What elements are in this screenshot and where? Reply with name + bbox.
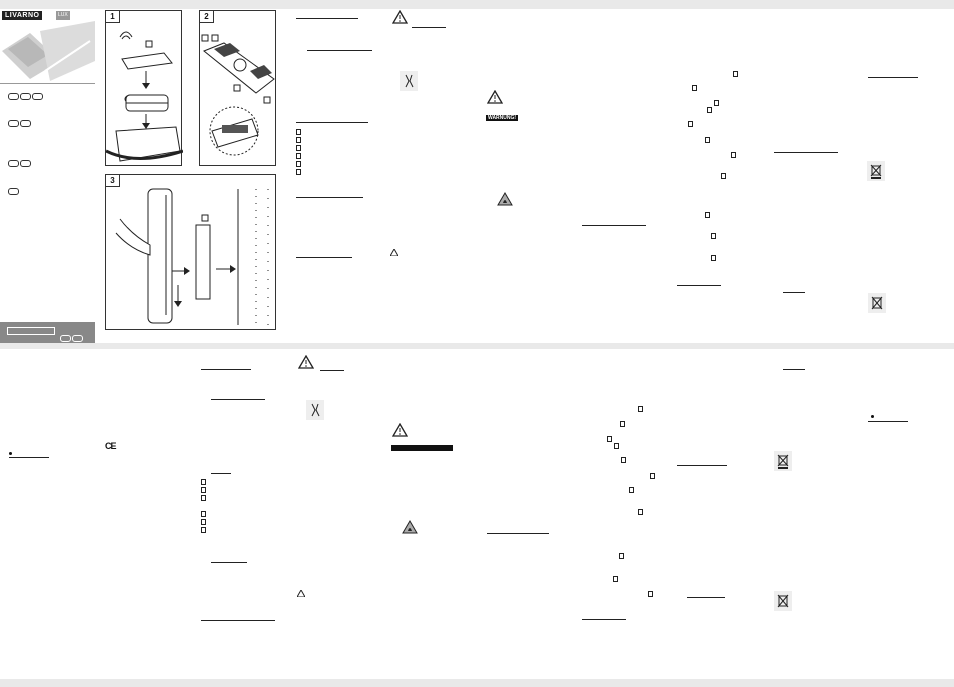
warning-label: WARNUNG!: [486, 115, 519, 121]
section-heading: [296, 257, 352, 258]
section-heading: [687, 597, 725, 598]
parts-list-marker: [201, 527, 206, 533]
reference-marker: [714, 100, 719, 106]
language-group-3: [8, 160, 32, 167]
manual-sheet-front: LIVARNO LUX 1: [0, 9, 954, 360]
brand-badge: LUX: [56, 11, 70, 20]
section-heading: [783, 369, 805, 370]
figure-wall-mount: 3: [105, 174, 276, 330]
ce-mark: CE: [105, 441, 116, 451]
bullet-dot: [871, 415, 874, 418]
child-safety-icon: [400, 71, 418, 91]
figure-number: 1: [106, 11, 120, 23]
section-heading: [296, 122, 368, 123]
section-heading: [211, 562, 247, 563]
reference-marker: [711, 233, 716, 239]
parts-list-marker: [201, 511, 206, 517]
reference-marker: [705, 137, 710, 143]
recycle-icon: [868, 293, 886, 313]
reference-marker: [638, 509, 643, 515]
section-heading: [868, 421, 908, 422]
warning-triangle-icon: [487, 90, 503, 104]
section-heading: [307, 50, 372, 51]
section-heading: [296, 197, 363, 198]
section-heading: [487, 533, 549, 534]
section-heading: [774, 152, 838, 153]
section-heading: [868, 77, 918, 78]
wee-bin-icon: [774, 451, 792, 471]
reference-marker: [692, 85, 697, 91]
parts-list-marker: [296, 153, 301, 159]
reference-marker: [621, 457, 626, 463]
warning-triangle-icon: [298, 355, 314, 369]
recycle-icon: [774, 591, 792, 611]
section-heading: [211, 473, 231, 474]
section-heading: [677, 465, 727, 466]
battery-diagram: [106, 31, 183, 162]
bullet-dot: [9, 452, 12, 455]
reference-marker: [731, 152, 736, 158]
device-top-diagram: [201, 34, 275, 156]
reference-marker: [707, 107, 712, 113]
section-heading: [9, 457, 49, 458]
parts-list-marker: [201, 495, 206, 501]
language-group-4: [8, 188, 20, 195]
cover-divider: [0, 83, 95, 84]
parts-list-marker: [296, 145, 301, 151]
figure-number: 3: [106, 175, 120, 187]
section-heading: [201, 620, 275, 621]
figure-battery-insert: 1: [105, 10, 183, 166]
reference-marker: [650, 473, 655, 479]
parts-list-marker: [296, 137, 301, 143]
section-heading: [677, 285, 721, 286]
parts-list-marker: [201, 487, 206, 493]
reference-marker: [619, 553, 624, 559]
parts-list-marker: [296, 129, 301, 135]
reference-marker: [721, 173, 726, 179]
section-heading: [582, 225, 646, 226]
section-heading: [201, 369, 251, 370]
reference-marker: [638, 406, 643, 412]
section-heading: [783, 292, 805, 293]
reference-marker: [711, 255, 716, 261]
parts-list-marker: [201, 519, 206, 525]
reference-marker: [705, 212, 710, 218]
section-heading: [296, 18, 358, 19]
reference-marker: [607, 436, 612, 442]
section-heading: [320, 370, 344, 371]
product-photo: [2, 21, 95, 81]
parts-list-marker: [201, 479, 206, 485]
cover-footer-band: [0, 322, 95, 360]
warning-label-band: [391, 445, 453, 451]
cover-panel: LIVARNO LUX: [0, 9, 95, 360]
warning-triangle-icon: [392, 10, 408, 24]
figure-number: 2: [200, 11, 214, 23]
reference-marker: [648, 591, 653, 597]
manual-sheet-back: CE: [0, 349, 954, 679]
language-group-2: [8, 120, 32, 127]
small-warning-icon: [297, 590, 305, 597]
wee-bin-icon: [867, 161, 885, 181]
reference-marker: [688, 121, 693, 127]
warning-triangle-icon: [392, 423, 408, 437]
section-heading: [582, 619, 626, 620]
reference-marker: [614, 443, 619, 449]
reference-marker: [613, 576, 618, 582]
reference-marker: [629, 487, 634, 493]
wall-mount-diagram: [115, 188, 269, 325]
section-heading: [412, 27, 446, 28]
child-safety-icon: [306, 400, 324, 420]
parts-list-marker: [296, 169, 301, 175]
section-heading: [211, 399, 265, 400]
language-group-1: [8, 93, 44, 100]
reference-marker: [733, 71, 738, 77]
small-warning-icon: [390, 249, 398, 256]
reference-marker: [620, 421, 625, 427]
fire-hazard-icon: [402, 520, 418, 534]
fire-hazard-icon: [497, 192, 513, 206]
parts-list-marker: [296, 161, 301, 167]
brand-logo: LIVARNO: [2, 11, 43, 20]
figure-device-top: 2: [199, 10, 276, 166]
